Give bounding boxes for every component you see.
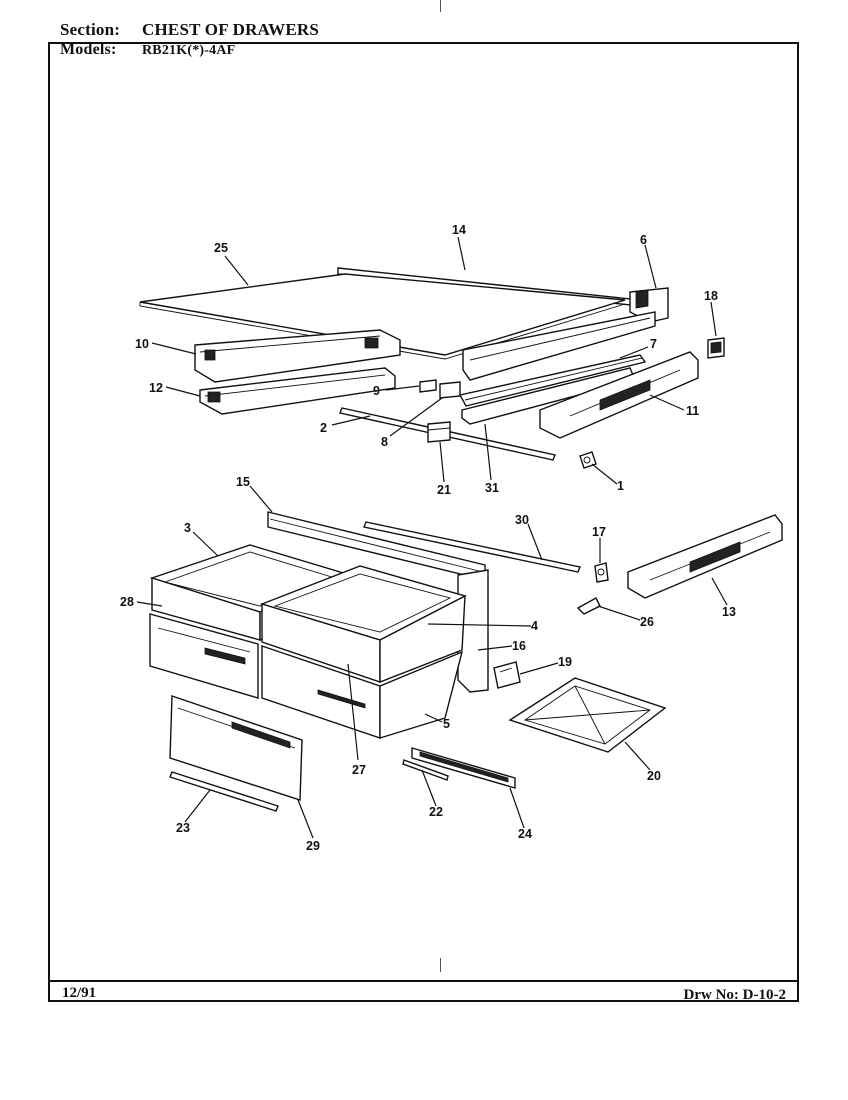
callout-22: 22 <box>429 805 443 819</box>
callout-16: 16 <box>512 639 526 653</box>
part-7-rail <box>458 354 647 407</box>
callout-10: 10 <box>135 337 149 351</box>
part-6-end-cap <box>629 287 669 323</box>
callout-11: 11 <box>686 404 699 418</box>
diagram-frame <box>48 42 799 1002</box>
callout-18: 18 <box>704 289 718 303</box>
registration-mark <box>440 0 441 12</box>
callout-28: 28 <box>120 595 134 609</box>
part-22-rod <box>402 759 449 781</box>
part-20-tray <box>508 677 667 753</box>
callout-19: 19 <box>558 655 572 669</box>
part-10-left-upper-rail <box>194 329 401 383</box>
callout-1: 1 <box>617 479 624 493</box>
part-24-slide <box>411 747 516 789</box>
callout-numbers: 14 25 6 18 10 7 12 9 11 2 8 21 31 1 15 3… <box>120 223 736 853</box>
callout-7: 7 <box>650 337 657 351</box>
callout-21: 21 <box>437 483 451 497</box>
section-label: Section: <box>60 20 121 39</box>
callout-13: 13 <box>722 605 736 619</box>
drawing-number: Drw No: D-10-2 <box>683 987 786 1003</box>
part-9-block <box>419 379 437 393</box>
part-29-drawer-front <box>169 695 303 801</box>
part-12-left-lower-rail <box>199 367 396 415</box>
callout-25: 25 <box>214 241 228 255</box>
part-17-clip <box>594 562 609 583</box>
callout-15: 15 <box>236 475 250 489</box>
callout-5: 5 <box>443 717 450 731</box>
models-label: Models: <box>60 41 117 58</box>
callout-14: 14 <box>452 223 466 237</box>
part-11-right-bracket <box>539 351 699 439</box>
callout-27: 27 <box>352 763 366 777</box>
callout-24: 24 <box>518 827 532 841</box>
right-front-rail <box>462 311 656 381</box>
part-4-right-drawer <box>259 565 467 684</box>
callout-29: 29 <box>306 839 320 853</box>
models-value: RB21K(*)-4AF <box>142 43 236 58</box>
part-23-trim <box>169 771 279 812</box>
part-13-right-bracket <box>627 514 783 599</box>
part-31-track <box>461 367 636 425</box>
registration-mark <box>440 958 441 972</box>
part-28-left-lower-drawer <box>149 613 259 699</box>
part-30-rod <box>363 521 581 573</box>
part-8-block <box>439 381 461 399</box>
callout-6: 6 <box>640 233 647 247</box>
callout-12: 12 <box>149 381 163 395</box>
callout-31: 31 <box>485 481 499 495</box>
callout-17: 17 <box>592 525 606 539</box>
callout-20: 20 <box>647 769 661 783</box>
callout-9: 9 <box>373 384 380 398</box>
callout-3: 3 <box>184 521 191 535</box>
callout-23: 23 <box>176 821 190 835</box>
callout-26: 26 <box>640 615 654 629</box>
section-title: CHEST OF DRAWERS <box>142 20 320 39</box>
footer-rule <box>48 980 799 982</box>
part-5-right-lower-drawer <box>261 645 464 739</box>
part-19-latch <box>493 661 521 689</box>
drawing-date: 12/91 <box>62 985 97 1001</box>
part-18-clip <box>707 337 725 359</box>
callout-2: 2 <box>320 421 327 435</box>
callout-8: 8 <box>381 435 388 449</box>
callout-30: 30 <box>515 513 529 527</box>
callout-4: 4 <box>531 619 538 633</box>
part-26-clip <box>576 597 601 615</box>
part-21-block <box>427 421 451 443</box>
callout-leaders <box>136 236 728 839</box>
